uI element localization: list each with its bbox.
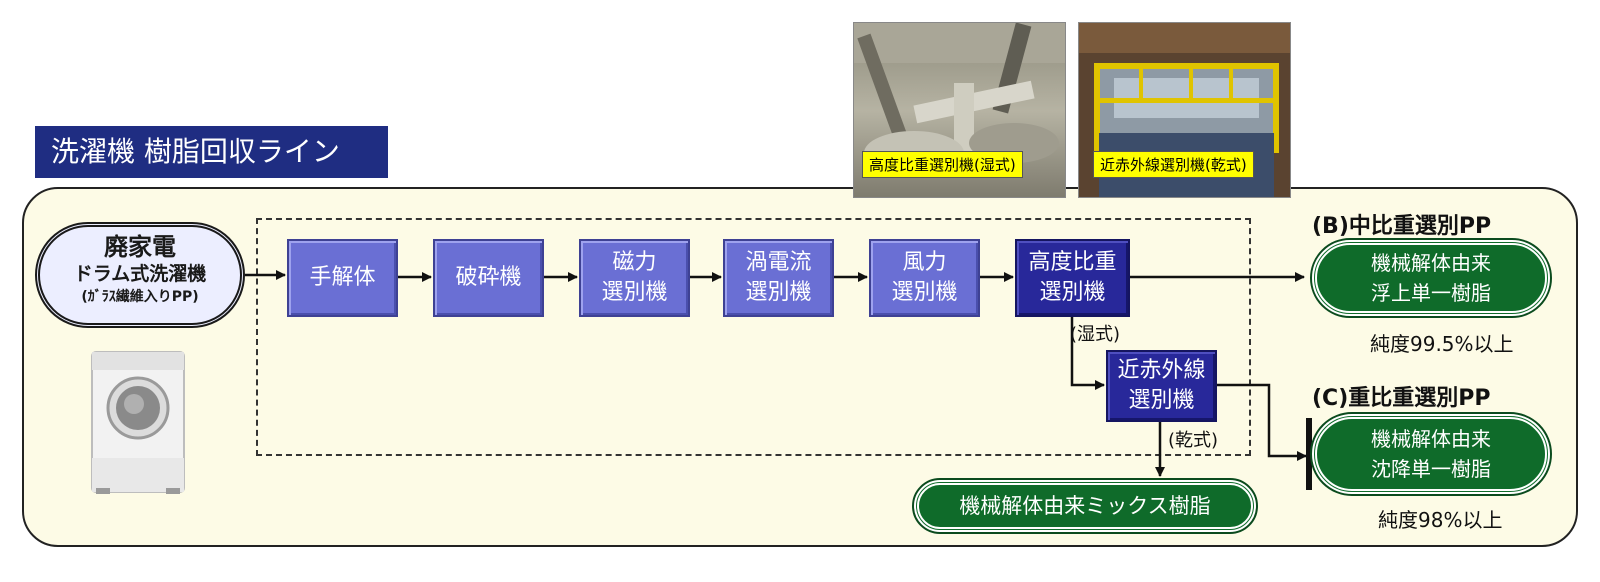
process-label: 近赤外線 (1117, 358, 1206, 383)
result-b-line-2: 浮上単一樹脂 (1371, 281, 1491, 305)
process-label: 選別機 (1128, 388, 1195, 413)
result-mix-oval: 機械解体由来ミックス樹脂 (912, 478, 1258, 534)
nir-separator-caption: 近赤外線選別機(乾式) (1093, 151, 1254, 178)
result-c-line-2: 沈降単一樹脂 (1371, 457, 1491, 481)
process-line-boundary (256, 218, 1251, 456)
process-label: 破砕機 (455, 265, 522, 290)
process-shredder: 破砕機 (433, 239, 544, 317)
source-line-2: ドラム式洗濯機 (73, 263, 207, 285)
result-c-line-1: 機械解体由来 (1371, 427, 1491, 451)
result-c-oval: 機械解体由来 沈降単一樹脂 (1310, 412, 1552, 496)
source-line-3: (ｶﾞﾗｽ繊維入りPP) (81, 289, 199, 305)
washing-machine-image (88, 348, 188, 498)
result-c-bracket (1306, 418, 1312, 490)
page-title: 洗濯機 樹脂回収ライン (35, 126, 388, 178)
nir-separator-photo: 近赤外線選別機(乾式) (1078, 22, 1291, 198)
result-c-purity: 純度98%以上 (1378, 508, 1503, 532)
wet-separator-photo: 高度比重選別機(湿式) (853, 22, 1066, 198)
process-gravity-separator: 高度比重 選別機 (1015, 239, 1130, 317)
process-label: 磁力 (612, 250, 657, 275)
process-label: 選別機 (1039, 280, 1106, 305)
process-nir-separator: 近赤外線 選別機 (1106, 350, 1217, 422)
process-magnetic-separator: 磁力 選別機 (579, 239, 690, 317)
process-air-separator: 風力 選別機 (869, 239, 980, 317)
process-manual-dismantling: 手解体 (287, 239, 398, 317)
result-b-line-1: 機械解体由来 (1371, 251, 1491, 275)
process-label: 高度比重 (1028, 250, 1117, 275)
process-eddy-current-separator: 渦電流 選別機 (723, 239, 834, 317)
wet-process-label: (湿式) (1070, 324, 1121, 345)
dry-process-label: (乾式) (1168, 430, 1219, 451)
process-label: 渦電流 (745, 250, 812, 275)
arrow-gravity-to-nir (1070, 317, 1105, 390)
arrow-nir-to-result-c (1217, 383, 1307, 461)
source-waste-appliance: 廃家電 ドラム式洗濯機 (ｶﾞﾗｽ繊維入りPP) (35, 222, 245, 328)
result-b-heading: (B)中比重選別PP (1312, 214, 1492, 239)
source-line-1: 廃家電 (104, 233, 176, 261)
process-label: 風力 (902, 250, 947, 275)
process-label: 選別機 (601, 280, 668, 305)
process-label: 手解体 (309, 265, 376, 290)
wet-separator-caption: 高度比重選別機(湿式) (862, 151, 1023, 178)
process-label: 選別機 (891, 280, 958, 305)
result-mix-label: 機械解体由来ミックス樹脂 (959, 494, 1211, 518)
result-c-heading: (C)重比重選別PP (1312, 386, 1491, 411)
result-b-oval: 機械解体由来 浮上単一樹脂 (1310, 238, 1552, 318)
process-label: 選別機 (745, 280, 812, 305)
result-b-purity: 純度99.5%以上 (1370, 332, 1514, 356)
